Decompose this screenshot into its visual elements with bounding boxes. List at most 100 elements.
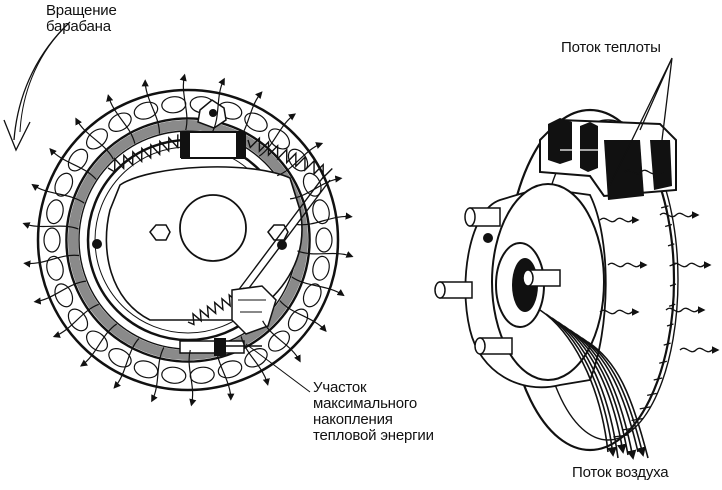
heat-arrow: [276, 142, 324, 177]
heat-arrow: [279, 300, 327, 332]
disc-vane: [669, 283, 677, 287]
max-heat-zone-label: Участок максимального накопления теплово…: [313, 380, 434, 444]
disc-heat-arrow: [659, 211, 700, 219]
drum-fin: [85, 128, 108, 150]
drum-fin: [287, 308, 309, 332]
heat-arrow: [49, 148, 97, 180]
drum-fin: [108, 348, 132, 368]
drum-fin: [133, 360, 159, 379]
heat-arrow: [236, 91, 263, 142]
max-heat-line-3: накопления: [313, 411, 393, 428]
drum-brake-illustration: [3, 21, 354, 407]
return-spring-left: [107, 134, 179, 174]
disc-heat-arrow: [679, 346, 720, 354]
drum-fin: [54, 283, 74, 308]
disc-vane: [622, 427, 636, 431]
drum-fin: [268, 330, 291, 352]
heat-arrow: [23, 254, 80, 268]
drum-fin: [67, 148, 89, 172]
max-heat-leader: [245, 343, 311, 393]
disc-vane: [639, 406, 651, 410]
drum-fin: [46, 255, 64, 281]
drum-rotation-line-2: барабана: [46, 18, 111, 35]
disc-heat-arrow: [671, 261, 712, 269]
max-heat-line-4: тепловой энергии: [313, 427, 434, 444]
disc-vane: [666, 323, 674, 327]
parking-lever: [233, 175, 331, 301]
adjuster: [231, 285, 277, 335]
disc-vane: [647, 392, 657, 396]
disc-heat-arrow: [624, 168, 665, 176]
drum-fin: [302, 283, 322, 308]
disc-heat-arrow: [665, 306, 706, 314]
heat-radiation-arrows: [22, 73, 354, 407]
heat-arrow: [291, 276, 345, 297]
air-stream: [563, 325, 629, 456]
anchor-block: [179, 340, 245, 354]
heat-arrow: [151, 347, 165, 403]
drum-fin: [46, 199, 64, 225]
heat-arrow: [215, 346, 235, 401]
heat-arrow: [75, 117, 114, 160]
disc-vane: [653, 377, 663, 381]
disc-vane: [663, 342, 671, 346]
disc-heat-arrow: [599, 216, 640, 224]
heat-arrow: [188, 349, 197, 407]
drum-rotation-line-1: Вращение: [46, 2, 117, 19]
wheel-cylinder: [181, 131, 245, 159]
lining-band: [68, 120, 308, 360]
return-spring-right: [247, 136, 333, 180]
drum-fin: [268, 128, 291, 150]
drum-fin: [43, 227, 61, 253]
air-stream: [557, 321, 627, 454]
air-stream: [539, 309, 609, 453]
disc-vane: [660, 205, 669, 209]
disc-vane: [668, 303, 676, 307]
bolt-left: [149, 224, 171, 241]
drum-fin: [312, 199, 330, 225]
disc-heat-arrows: [599, 168, 720, 354]
drum-fin: [244, 348, 268, 368]
drum-fin: [85, 330, 108, 352]
hub: [179, 194, 247, 262]
heat-arrow: [22, 222, 79, 230]
heat-arrow: [262, 320, 301, 363]
heat-arrow: [52, 303, 100, 338]
wheel-studs: [434, 207, 561, 355]
heat-arrow: [106, 94, 136, 144]
drum-fin: [244, 112, 268, 132]
heat-arrow: [79, 323, 118, 367]
heat-arrow: [297, 250, 354, 258]
air-flow-text: Поток воздуха: [572, 464, 669, 481]
drum-fin: [161, 366, 187, 384]
air-flow-streams: [539, 309, 649, 460]
heat-arrow: [258, 113, 297, 157]
max-heat-line-1: Участок: [313, 379, 367, 396]
air-stream: [545, 313, 617, 457]
drum-fin: [315, 227, 333, 253]
heat-arrow: [296, 212, 353, 226]
disc-vane: [659, 360, 668, 364]
heat-flow-pointers: [609, 57, 673, 186]
disc-vane: [664, 223, 673, 228]
heat-arrow: [289, 175, 343, 200]
heat-arrow: [31, 183, 85, 204]
caliper: [539, 118, 677, 200]
air-stream: [587, 341, 649, 459]
heat-arrow: [211, 77, 225, 133]
heat-arrow: [240, 336, 270, 386]
drum-rotation-arrow: [3, 21, 71, 152]
drum-fin: [54, 172, 74, 197]
air-stream: [551, 317, 619, 459]
heat-flow-text: Поток теплоты: [561, 39, 661, 56]
heat-arrow: [113, 338, 140, 389]
bolt-right: [267, 224, 289, 241]
air-flow-label: Поток воздуха: [572, 464, 669, 481]
heat-arrow: [179, 73, 188, 131]
drum-rotation-label: Вращение барабана: [46, 3, 117, 35]
air-stream: [569, 329, 637, 460]
heat-flow-label: Поток теплоты: [561, 40, 661, 56]
drum-fin: [312, 255, 330, 281]
heat-arrow: [141, 79, 161, 134]
drum-cooling-fins: [43, 96, 333, 384]
